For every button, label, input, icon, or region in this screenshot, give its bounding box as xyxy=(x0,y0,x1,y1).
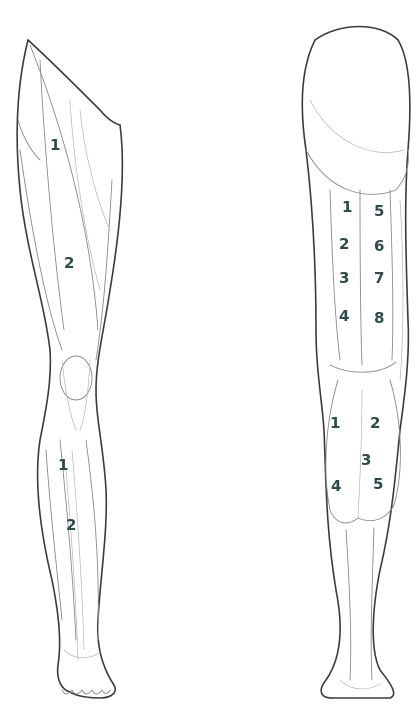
back-thigh-label-7: 7 xyxy=(374,269,384,287)
front-thigh-label-2: 2 xyxy=(64,254,74,272)
back-thigh-label-5: 5 xyxy=(374,202,384,220)
back-hamstring-center xyxy=(360,190,362,365)
front-thigh-adductor-2 xyxy=(70,100,100,290)
front-thigh-adductor xyxy=(80,110,110,230)
front-thigh-tensor xyxy=(18,120,40,160)
back-leg xyxy=(302,27,410,699)
back-calf-label-1: 1 xyxy=(330,414,340,432)
back-leg-outline-left xyxy=(302,40,340,698)
front-thigh-label-1: 1 xyxy=(50,136,60,154)
back-calf-label-4: 4 xyxy=(331,477,341,495)
back-thigh-label-1: 1 xyxy=(342,198,352,216)
back-thigh-label-2: 2 xyxy=(339,235,349,253)
back-thigh-label-6: 6 xyxy=(374,237,384,255)
front-thigh-vastus-medial xyxy=(96,180,112,360)
back-calf-label-3: 3 xyxy=(361,451,371,469)
back-thigh-label-3: 3 xyxy=(339,269,349,287)
back-heel xyxy=(340,680,380,689)
front-ankle xyxy=(64,650,100,658)
front-thigh-sartorius xyxy=(30,45,98,330)
back-glute-2 xyxy=(310,100,404,153)
front-thigh-vastus-lateral xyxy=(20,150,62,350)
front-thigh-rectus xyxy=(40,60,64,330)
front-shin-peroneus xyxy=(86,440,98,640)
back-knee-crease xyxy=(330,362,396,372)
front-leg-hip-line xyxy=(28,40,120,125)
back-calf-label-5: 5 xyxy=(373,475,383,493)
front-shin-extensor xyxy=(72,450,84,650)
back-achilles xyxy=(346,528,374,680)
back-calf-label-2: 2 xyxy=(370,414,380,432)
front-leg xyxy=(17,40,122,698)
back-thigh-edge xyxy=(400,200,403,380)
front-calf-label-1: 1 xyxy=(58,456,68,474)
back-glute xyxy=(306,150,408,194)
back-calf-medial-head xyxy=(326,380,358,523)
back-thigh-label-4: 4 xyxy=(339,307,349,325)
back-thigh-label-8: 8 xyxy=(374,309,384,327)
front-leg-outline-right xyxy=(70,125,122,698)
back-hamstring-lateral xyxy=(390,190,393,360)
front-calf-label-2: 2 xyxy=(66,516,76,534)
